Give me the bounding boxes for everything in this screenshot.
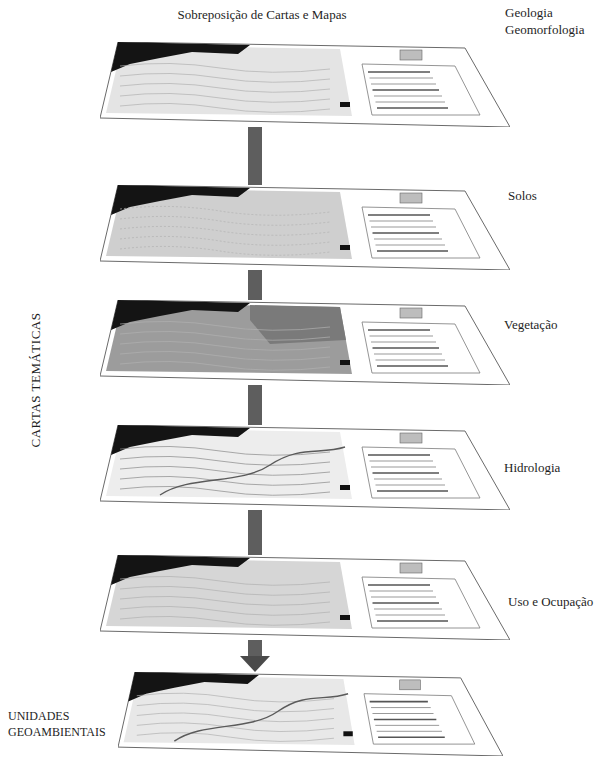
overlay-connector [248, 270, 262, 300]
layer-label: Uso e Ocupação [508, 593, 598, 610]
map-sheet: Hidrologia [100, 425, 510, 510]
layer-label: Solos [508, 187, 598, 204]
map-sheet-drawing [100, 555, 510, 640]
map-sheet-drawing [100, 300, 510, 385]
map-sheet: Solos [100, 185, 510, 270]
layer-label: Geologia Geomorfologia [505, 4, 597, 38]
map-sheet-drawing [100, 425, 510, 510]
layer-label: Hidrologia [504, 459, 596, 476]
map-sheet-drawing [100, 42, 510, 127]
diagram-title: Sobreposição de Cartas e Mapas [0, 7, 524, 23]
map-sheet: Vegetação [100, 300, 510, 385]
layer-label: UNIDADES GEOAMBIENTAIS [8, 708, 114, 740]
overlay-connector [248, 385, 262, 425]
overlay-connector [240, 640, 270, 672]
overlay-connector [248, 510, 262, 555]
overlay-connector [248, 127, 262, 185]
map-sheet: Geologia Geomorfologia [100, 42, 510, 127]
map-sheet: UNIDADES GEOAMBIENTAIS [118, 672, 503, 756]
map-sheet-drawing [100, 185, 510, 270]
map-sheet: Uso e Ocupação [100, 555, 510, 640]
layer-label: Vegetação [504, 316, 596, 333]
side-label: CARTAS TEMÁTICAS [28, 313, 44, 448]
map-sheet-drawing [118, 672, 503, 756]
